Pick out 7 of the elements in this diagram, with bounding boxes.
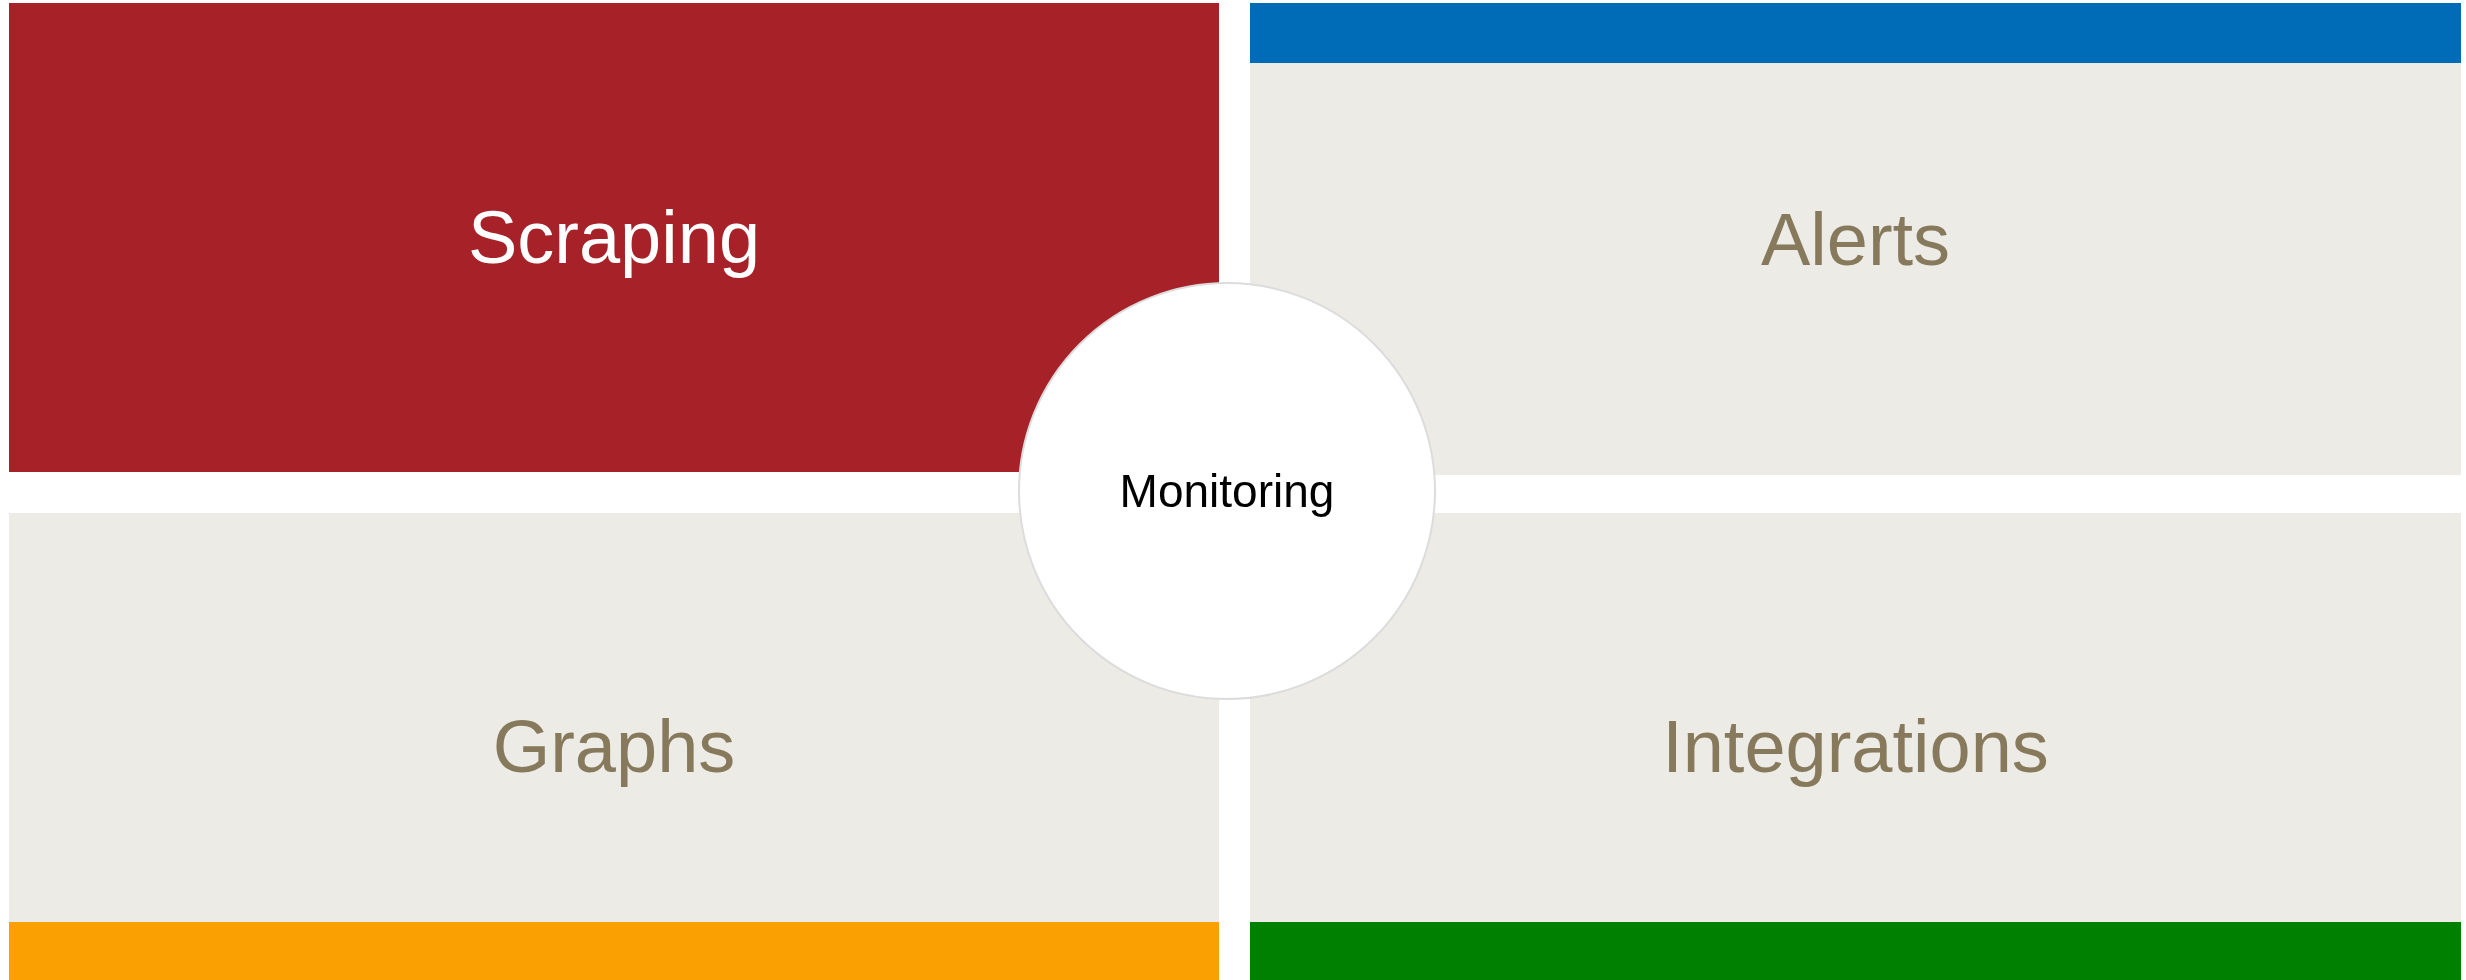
- quadrant-title: Integrations: [1662, 704, 2049, 789]
- quadrant-title: Graphs: [492, 704, 736, 789]
- center-label: Monitoring: [1119, 464, 1335, 518]
- quadrant-title: Scraping: [467, 195, 761, 280]
- quadrant-panel: [9, 3, 1219, 472]
- quadrant-title: Alerts: [1760, 196, 1951, 282]
- quadrant-panel: [1250, 3, 2461, 475]
